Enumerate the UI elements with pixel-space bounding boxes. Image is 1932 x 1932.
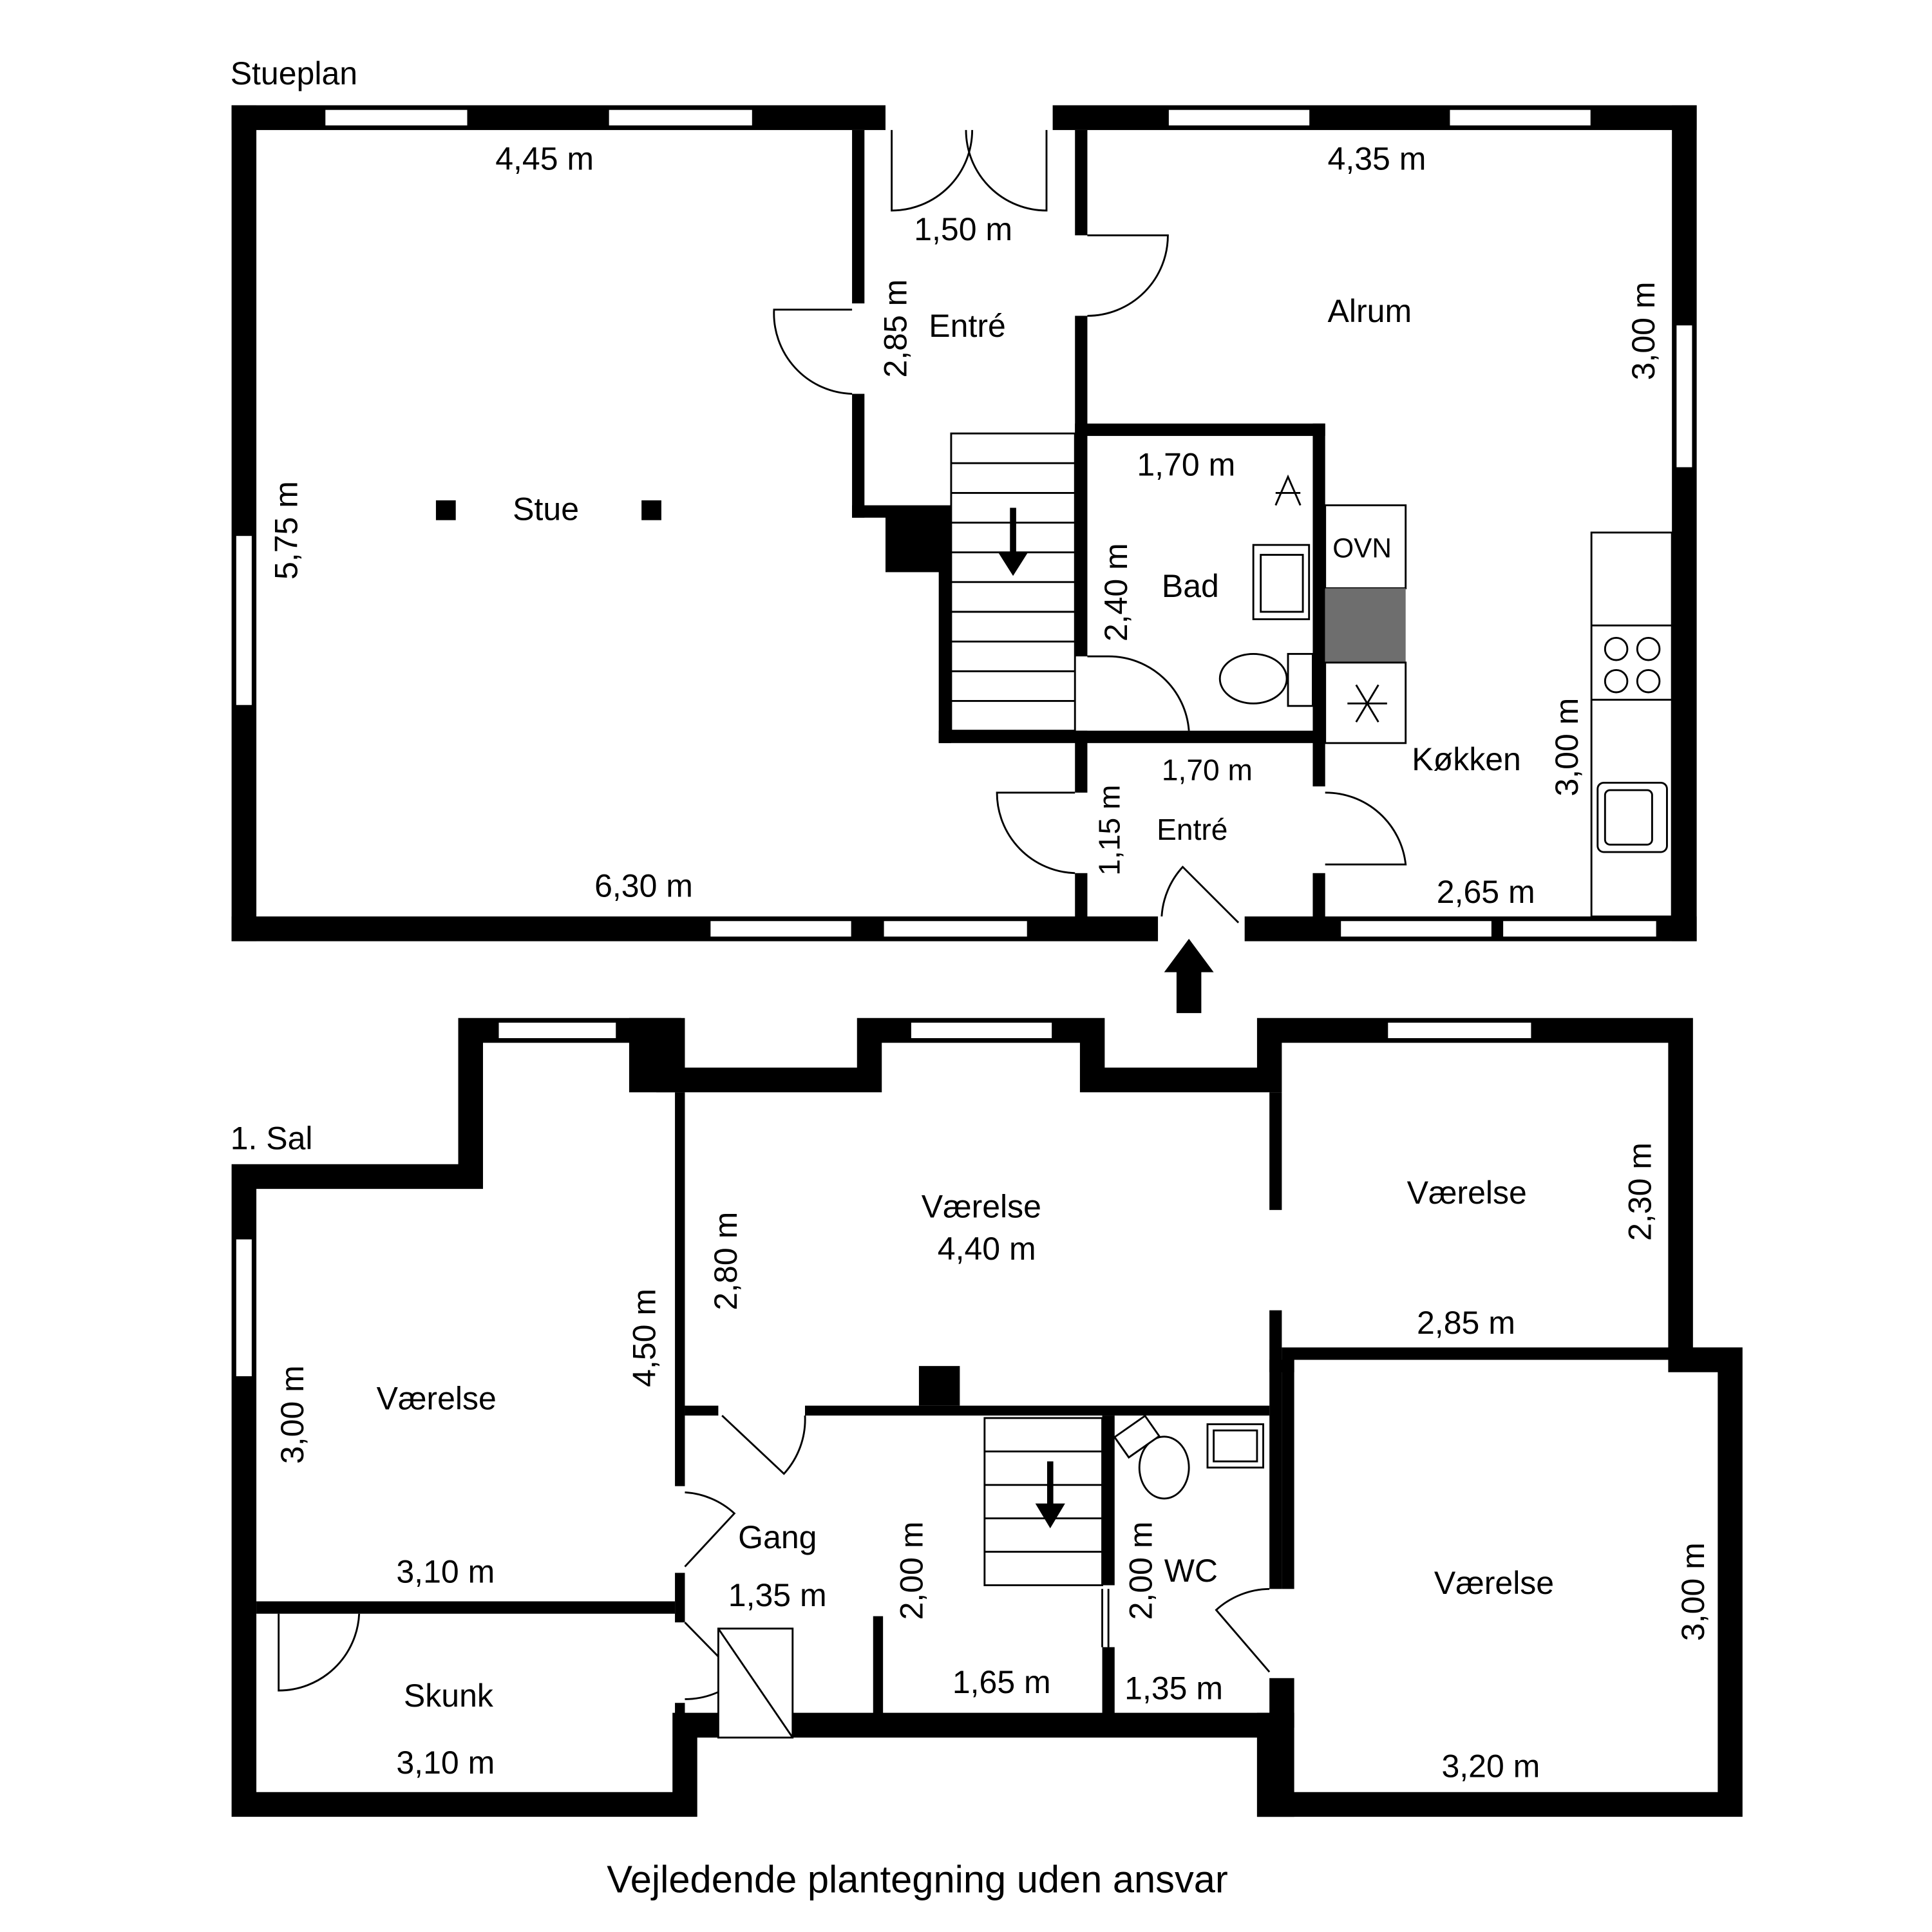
room-label: Alrum <box>1328 293 1412 329</box>
wc-fixtures <box>1113 1414 1264 1500</box>
wall <box>675 1573 685 1623</box>
room-label: Skunk <box>404 1678 494 1714</box>
wall <box>1256 1712 1294 1817</box>
dimension-label: 2,00 m <box>894 1522 930 1620</box>
dimension-label: 4,40 m <box>938 1231 1036 1267</box>
wall <box>1075 316 1088 657</box>
dimension-label: 2,80 m <box>708 1212 744 1311</box>
dimension-label: 4,35 m <box>1328 140 1426 176</box>
dimension-label: 2,85 m <box>1417 1305 1515 1341</box>
dimension-label: 3,00 m <box>1625 282 1662 381</box>
dimension-label: 2,00 m <box>1122 1522 1159 1620</box>
wall <box>873 1616 884 1716</box>
wall <box>675 1092 685 1486</box>
entrance-arrow-icon <box>1164 938 1214 1014</box>
first-floor: 1. Sal <box>231 1018 1743 1817</box>
wall <box>685 1405 719 1416</box>
wall <box>1075 129 1088 236</box>
wall <box>1282 1347 1681 1360</box>
stove-top <box>1325 588 1406 663</box>
dimension-label: 1,35 m <box>1124 1670 1223 1706</box>
snowflake-icon <box>1347 684 1387 723</box>
room-label: Gang <box>738 1519 817 1555</box>
windows <box>234 1021 1533 1378</box>
column <box>435 500 456 520</box>
dimension-label: 5,75 m <box>269 481 305 580</box>
dimension-label: 6,30 m <box>594 867 693 904</box>
wall <box>1102 1416 1115 1586</box>
dimension-label: 1,35 m <box>728 1577 827 1613</box>
wall <box>1282 1359 1294 1589</box>
room-label: WC <box>1164 1553 1218 1589</box>
dimension-label: 2,40 m <box>1098 543 1134 641</box>
column <box>918 1366 960 1406</box>
wall <box>1269 1310 1282 1589</box>
dimension-label: 2,65 m <box>1437 874 1535 910</box>
dimension-label: 1,15 m <box>1092 785 1126 876</box>
wall <box>256 1601 676 1614</box>
doors <box>773 129 1407 923</box>
room-label: Entré <box>929 308 1006 344</box>
dimension-label: 1,70 m <box>1137 446 1235 482</box>
wall <box>852 393 865 518</box>
dimension-label: 1,65 m <box>952 1664 1051 1700</box>
wall <box>1312 423 1325 787</box>
first-floor-title: 1. Sal <box>231 1121 313 1157</box>
dimension-label: 3,00 m <box>1549 698 1585 797</box>
wall <box>938 730 1325 743</box>
dimension-label: 4,45 m <box>495 140 594 176</box>
doors <box>278 1415 1271 1739</box>
room-label: Bad <box>1162 568 1219 604</box>
room-label: Værelse <box>922 1188 1041 1224</box>
wall <box>1269 1678 1294 1728</box>
oven-label: OVN <box>1332 533 1392 563</box>
room-label: Entré <box>1157 813 1227 846</box>
chimney <box>886 510 948 573</box>
staircase <box>983 1417 1103 1586</box>
wall <box>1075 423 1325 436</box>
ground-floor-title: Stueplan <box>231 55 357 91</box>
room-label: Værelse <box>1434 1565 1554 1601</box>
wall <box>852 129 865 304</box>
wall <box>1052 105 1697 130</box>
wall <box>805 1405 1270 1416</box>
wall <box>1075 873 1088 923</box>
dimension-label: 3,00 m <box>274 1365 310 1464</box>
bath-fixtures <box>1218 474 1314 707</box>
room-label: Køkken <box>1412 741 1521 777</box>
room-label: Værelse <box>377 1380 497 1416</box>
wall <box>1269 1092 1282 1210</box>
dimension-label: 3,00 m <box>1675 1542 1711 1641</box>
chimney <box>629 1018 685 1093</box>
wall <box>1269 1359 1294 1372</box>
staircase <box>938 432 1076 743</box>
windows <box>234 108 1694 939</box>
dimension-label: 2,30 m <box>1622 1142 1658 1241</box>
counter <box>1590 531 1673 918</box>
dimension-label: 4,50 m <box>626 1289 662 1387</box>
wall <box>675 1703 685 1728</box>
wall <box>1672 105 1697 942</box>
dimension-label: 1,70 m <box>1162 753 1253 787</box>
wall <box>1075 730 1088 793</box>
column <box>641 500 661 520</box>
dimension-label: 2,85 m <box>878 279 914 378</box>
wall <box>1312 873 1325 923</box>
room-label: Værelse <box>1407 1175 1527 1211</box>
dimension-label: 1,50 m <box>914 211 1012 247</box>
wall <box>1102 1647 1115 1716</box>
ground-floor: Stueplan <box>231 55 1697 1014</box>
room-label: Stue <box>513 491 579 527</box>
wall <box>231 105 257 942</box>
disclaimer: Vejledende plantegning uden ansvar <box>607 1857 1228 1900</box>
kitchen-fixtures: OVN <box>1324 504 1673 918</box>
dimension-label: 3,10 m <box>396 1745 495 1781</box>
dimension-label: 3,10 m <box>396 1554 495 1590</box>
dimension-label: 3,20 m <box>1441 1748 1540 1785</box>
